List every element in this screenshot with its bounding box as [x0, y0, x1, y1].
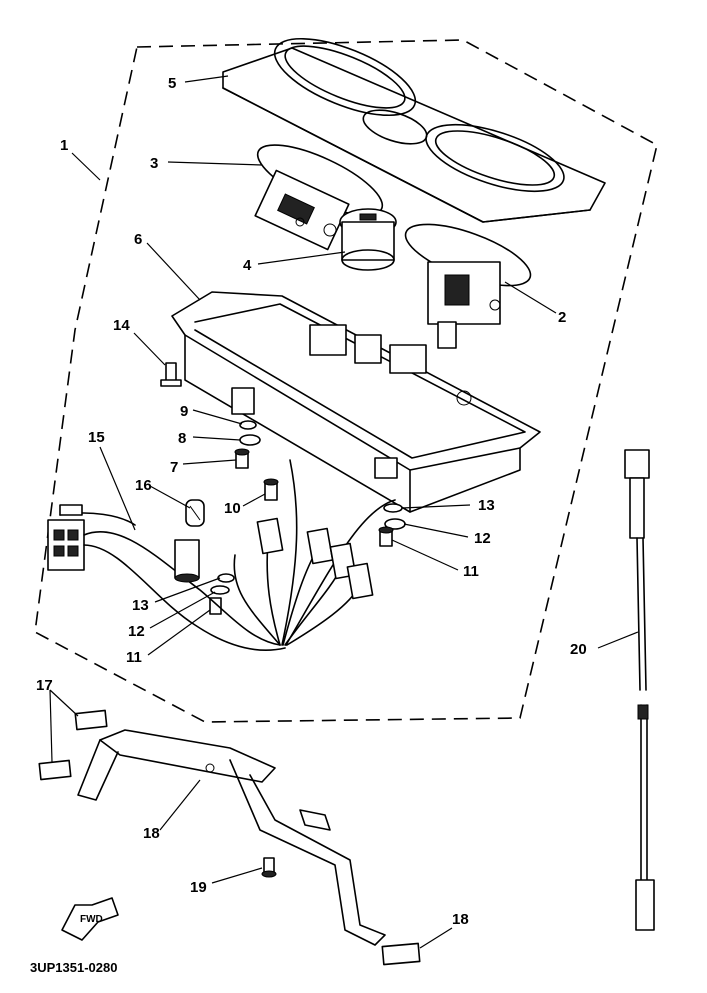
small-hardware-right	[378, 503, 406, 547]
callout-2: 2	[558, 309, 566, 326]
small-hardware-left	[234, 420, 261, 469]
bulb-sockets	[174, 517, 374, 600]
meter-cable	[624, 449, 655, 931]
callout-5: 5	[168, 75, 176, 92]
meter-case	[171, 291, 541, 513]
callout-15: 15	[88, 429, 105, 446]
bolt-10	[263, 478, 279, 501]
callout-14: 14	[113, 317, 130, 334]
callout-18-lower: 18	[452, 911, 469, 928]
assembly-group-boundary	[34, 39, 658, 723]
callout-9: 9	[180, 403, 188, 420]
callout-12-right: 12	[474, 530, 491, 547]
callout-7: 7	[170, 459, 178, 476]
callout-6: 6	[134, 231, 142, 248]
left-meter-unit	[254, 144, 384, 251]
forward-direction-arrow: FWD	[61, 897, 119, 941]
leader-lines	[49, 75, 639, 949]
callout-17: 18	[143, 825, 160, 842]
meter-bracket	[77, 729, 386, 946]
callout-11-right: 11	[463, 563, 479, 580]
callout-10: 10	[224, 500, 241, 517]
bracket-screw	[261, 857, 277, 878]
callout-4: 4	[243, 257, 252, 274]
callout-13-left: 13	[132, 597, 149, 614]
indicator-housing	[339, 208, 397, 271]
callout-20: 20	[570, 641, 587, 658]
bulb	[185, 499, 205, 527]
callout-8: 8	[178, 430, 186, 447]
right-meter-unit	[404, 223, 532, 349]
callout-labels: 1 5 3 6 4 2 14 9 8 7 15 16 10 13 12 11 1…	[36, 75, 587, 928]
small-hardware-lower-left	[209, 573, 235, 615]
diagram-code: 3UP1351-0280	[30, 960, 117, 975]
case-screw	[160, 362, 182, 387]
callout-3: 3	[150, 155, 158, 172]
callout-19: 19	[190, 879, 207, 896]
callout-13-right: 13	[478, 497, 495, 514]
callout-16: 16	[135, 477, 152, 494]
callout-11-left: 11	[126, 649, 142, 666]
wire-harness	[47, 459, 396, 652]
meter-cover	[222, 37, 606, 223]
callout-1: 1	[60, 137, 68, 154]
damper-blocks	[38, 709, 421, 966]
callout-12-left: 12	[128, 623, 145, 640]
fwd-label: FWD	[80, 914, 103, 925]
callout-18-upper: 17	[36, 677, 53, 694]
